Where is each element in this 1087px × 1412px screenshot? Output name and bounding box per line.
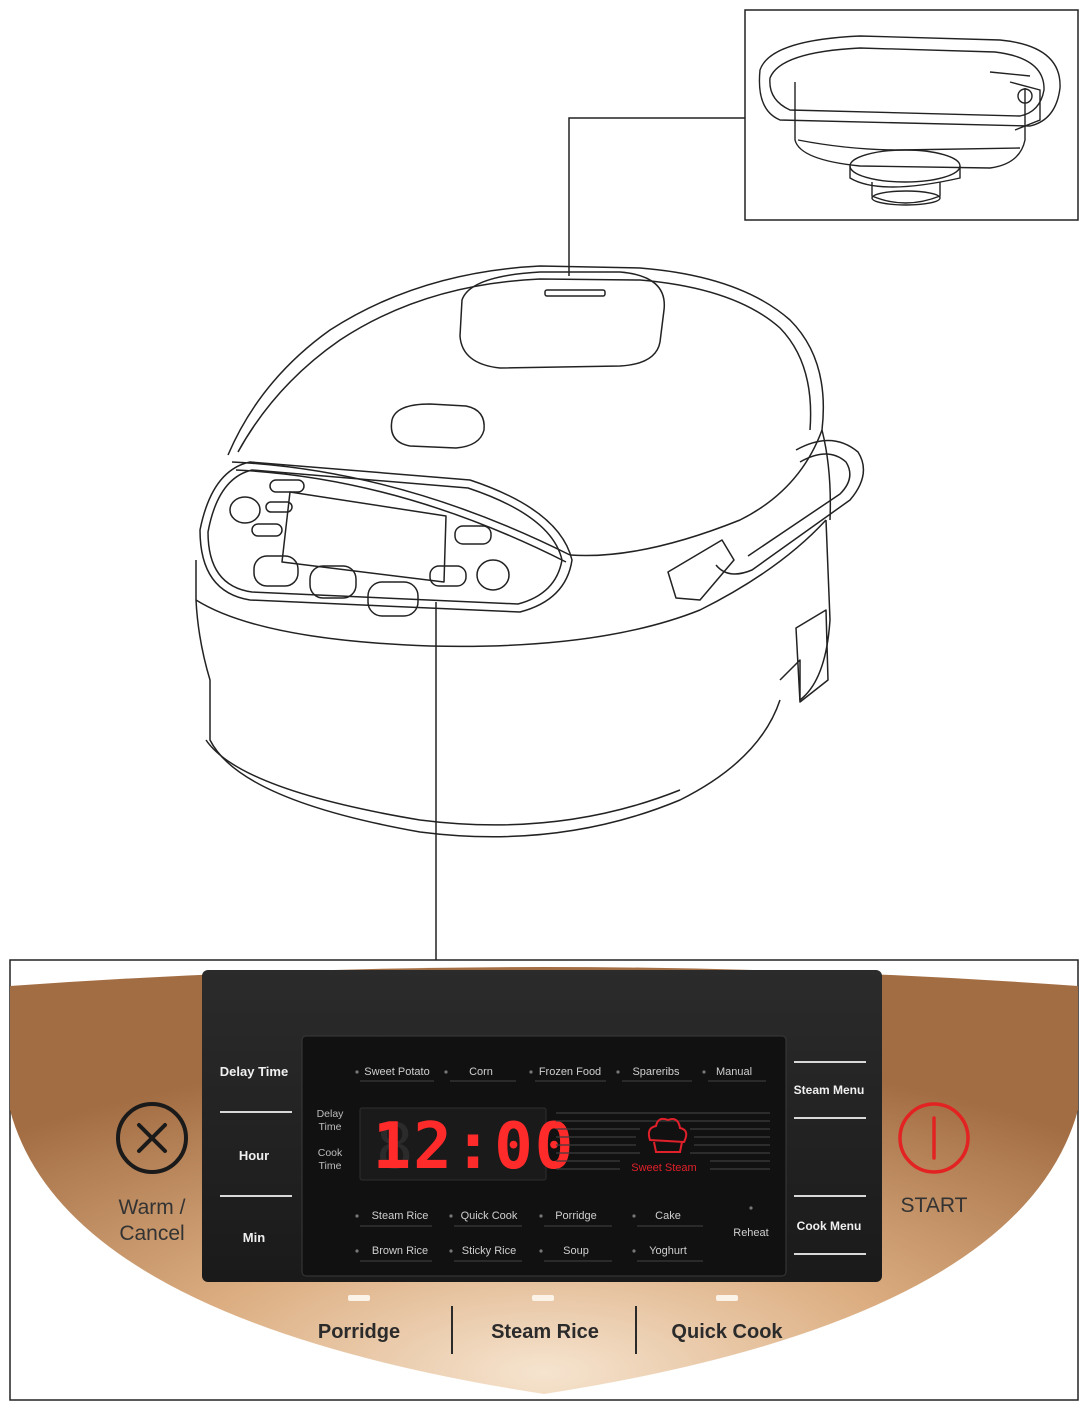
steam-stripes <box>556 1112 770 1170</box>
steam-chef-icon <box>647 1117 688 1153</box>
cook-menu-key[interactable]: Cook Menu <box>797 1219 862 1233</box>
menu-corn: Corn <box>469 1066 493 1078</box>
warm-cancel-label-line1: Warm / <box>119 1196 186 1219</box>
delay-label-1: Delay <box>317 1108 345 1120</box>
delay-label-2: Time <box>319 1121 342 1133</box>
lcd-bottom-menu: Steam Rice Quick Cook Porridge Cake Brow… <box>355 1206 769 1262</box>
quick-cook-button-label: Quick Cook <box>671 1321 783 1343</box>
hour-key[interactable]: Hour <box>239 1148 269 1163</box>
menu-reheat: Reheat <box>733 1227 768 1239</box>
menu-porridge: Porridge <box>555 1210 597 1222</box>
steam-rice-button-label: Steam Rice <box>491 1321 599 1343</box>
rice-cooker-drawing <box>195 265 865 838</box>
cook-label-2: Time <box>319 1160 342 1172</box>
menu-sticky-rice: Sticky Rice <box>462 1245 516 1257</box>
cancel-x-icon <box>116 1102 188 1174</box>
steam-menu-key-label: Steam Menu <box>794 1083 865 1097</box>
cook-label-1: Cook <box>318 1147 343 1159</box>
min-key[interactable]: Min <box>243 1230 265 1245</box>
start-button[interactable]: START <box>898 1102 970 1217</box>
menu-sweet-potato: Sweet Potato <box>364 1066 429 1078</box>
power-icon <box>898 1102 970 1174</box>
delay-time-key-label: Delay Time <box>220 1064 288 1079</box>
start-label: START <box>901 1194 968 1217</box>
delay-time-key[interactable]: Delay Time <box>220 1064 288 1079</box>
lcd-top-menu: Sweet Potato Corn Frozen Food Spareribs … <box>355 1066 766 1082</box>
warm-cancel-label-line2: Cancel <box>119 1222 184 1245</box>
leader-lines <box>435 117 745 960</box>
unlit-digit: 8 <box>376 1110 413 1183</box>
steam-rice-indicator <box>532 1295 554 1301</box>
menu-manual: Manual <box>716 1066 752 1078</box>
menu-brown-rice: Brown Rice <box>372 1245 428 1257</box>
quick-buttons: Porridge Steam Rice Quick Cook <box>318 1295 783 1354</box>
porridge-indicator <box>348 1295 370 1301</box>
porridge-button[interactable]: Porridge <box>318 1321 400 1343</box>
menu-steam-rice: Steam Rice <box>372 1210 429 1222</box>
steam-rice-button[interactable]: Steam Rice <box>491 1321 599 1343</box>
quick-cook-indicator <box>716 1295 738 1301</box>
seven-seg-window <box>359 1107 547 1181</box>
lcd-time-labels: Delay Time Cook Time <box>317 1108 345 1172</box>
menu-spareribs: Spareribs <box>632 1066 680 1078</box>
min-key-label: Min <box>243 1230 265 1245</box>
porridge-button-label: Porridge <box>318 1321 400 1343</box>
warm-cancel-button[interactable]: Warm / Cancel <box>116 1102 188 1245</box>
quick-cook-button[interactable]: Quick Cook <box>671 1321 783 1343</box>
inner-lid-inset <box>744 9 1079 221</box>
menu-quick-cook: Quick Cook <box>461 1210 518 1222</box>
hour-key-label: Hour <box>239 1148 269 1163</box>
menu-cake: Cake <box>655 1210 681 1222</box>
menu-soup: Soup <box>563 1245 589 1257</box>
menu-yoghurt: Yoghurt <box>649 1245 687 1257</box>
time-readout: 12:00 <box>373 1110 576 1184</box>
menu-frozen-food: Frozen Food <box>539 1066 601 1078</box>
sweet-steam-label: Sweet Steam <box>631 1162 696 1174</box>
cancel-x-icon-cross <box>137 1123 167 1153</box>
control-panel: Delay Time Hour Min Steam Menu Cook Menu… <box>9 959 1079 1401</box>
steam-menu-key[interactable]: Steam Menu <box>794 1083 865 1097</box>
cook-menu-key-label: Cook Menu <box>797 1219 862 1233</box>
